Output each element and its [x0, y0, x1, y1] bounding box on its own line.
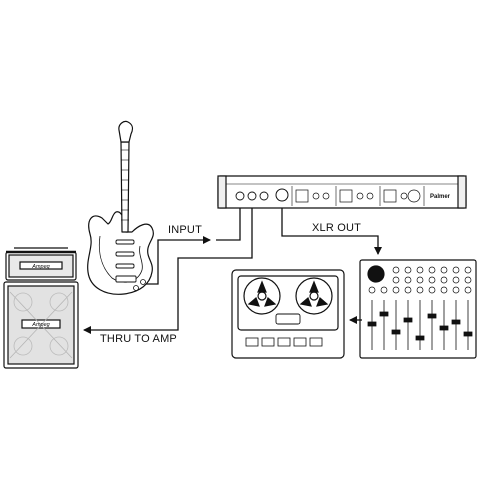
mixing-console [359, 259, 477, 359]
channel-faders [367, 300, 473, 350]
input-cable-arrow [146, 236, 211, 285]
amp-head-logo: Ampeg [31, 264, 50, 270]
guitar-neck [120, 141, 130, 233]
tone-knob-icon [140, 279, 146, 285]
right-reel [295, 277, 333, 315]
master-knob-icon [367, 265, 385, 283]
channel-knobs [368, 266, 472, 294]
thru-to-amp-cable-arrow [83, 208, 253, 334]
di-input-cable [216, 208, 241, 241]
channel-strip-controls [295, 189, 421, 203]
left-reel [243, 277, 281, 315]
thru-to-amp-label: THRU TO AMP [100, 333, 177, 345]
signal-cables [83, 208, 382, 334]
volume-knob-icon [133, 285, 139, 291]
input-jacks [235, 191, 269, 201]
reel-to-reel-recorder [231, 269, 345, 359]
xlr-out-label: XLR OUT [312, 222, 362, 234]
xlr-out-cable-arrow [281, 208, 382, 255]
amp-cabinet-logo: Ampeg [31, 322, 50, 328]
amp-cabinet [3, 281, 79, 369]
amp-head [5, 247, 77, 281]
guitar-bridge [115, 275, 137, 283]
guitar-headstock [118, 120, 134, 143]
transport-buttons [245, 337, 323, 347]
tape-head [275, 313, 301, 325]
di-box-logo: Palmer [430, 194, 451, 200]
input-label: INPUT [168, 224, 202, 236]
guitar-pickups [115, 239, 135, 269]
di-splitter-rack-unit [217, 175, 467, 209]
xlr-socket-icon [275, 188, 289, 202]
guitar-amp-stack [3, 247, 79, 369]
electric-guitar [87, 120, 154, 295]
